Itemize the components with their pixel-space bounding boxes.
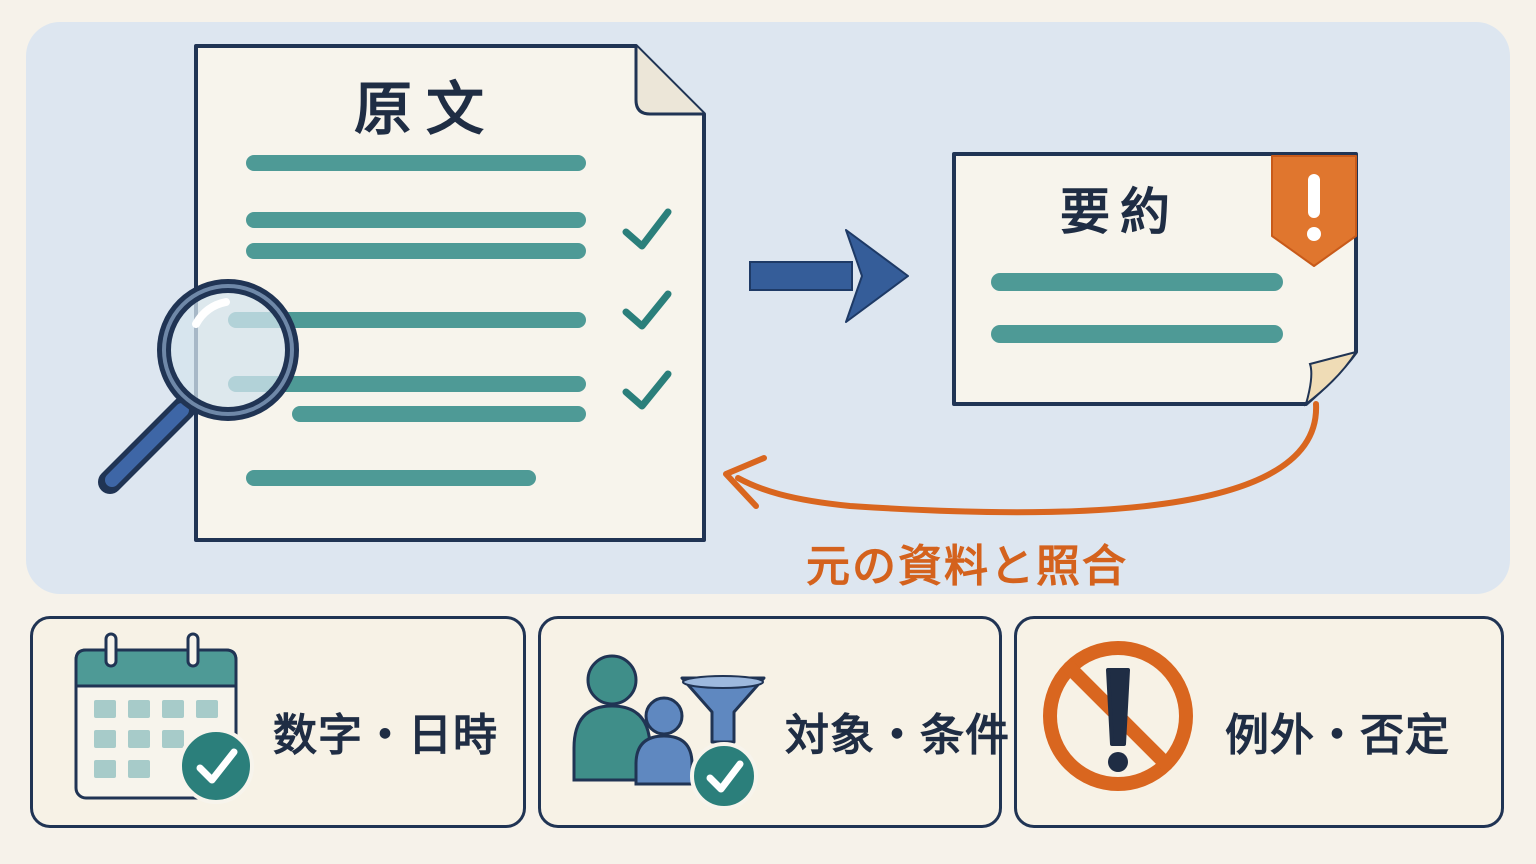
card-label: 例外・否定 [1225, 710, 1450, 761]
source-document [194, 44, 706, 542]
magnifier-icon [98, 279, 299, 494]
reference-label: 元の資料と照合 [806, 541, 1128, 592]
card-label: 数字・日時 [273, 710, 498, 761]
right-arrow-icon [749, 229, 909, 323]
people-filter-icon [572, 654, 766, 810]
calendar-check-icon [74, 632, 254, 804]
folded-corner [634, 46, 704, 116]
summary-text-lines [991, 273, 1283, 343]
summary-document-title: 要約 [1060, 183, 1180, 241]
summary-document [952, 152, 1359, 407]
curled-corner [1304, 350, 1359, 407]
warning-badge-icon [1271, 155, 1357, 267]
check-icon [622, 208, 672, 250]
reference-arrow-icon [723, 401, 1320, 516]
prohibited-exclamation-icon [1043, 641, 1193, 791]
source-document-title: 原文 [354, 75, 499, 143]
check-icon [622, 290, 672, 330]
check-icon [622, 370, 672, 410]
source-text-lines [228, 155, 586, 486]
card-label: 対象・条件 [785, 710, 1010, 761]
